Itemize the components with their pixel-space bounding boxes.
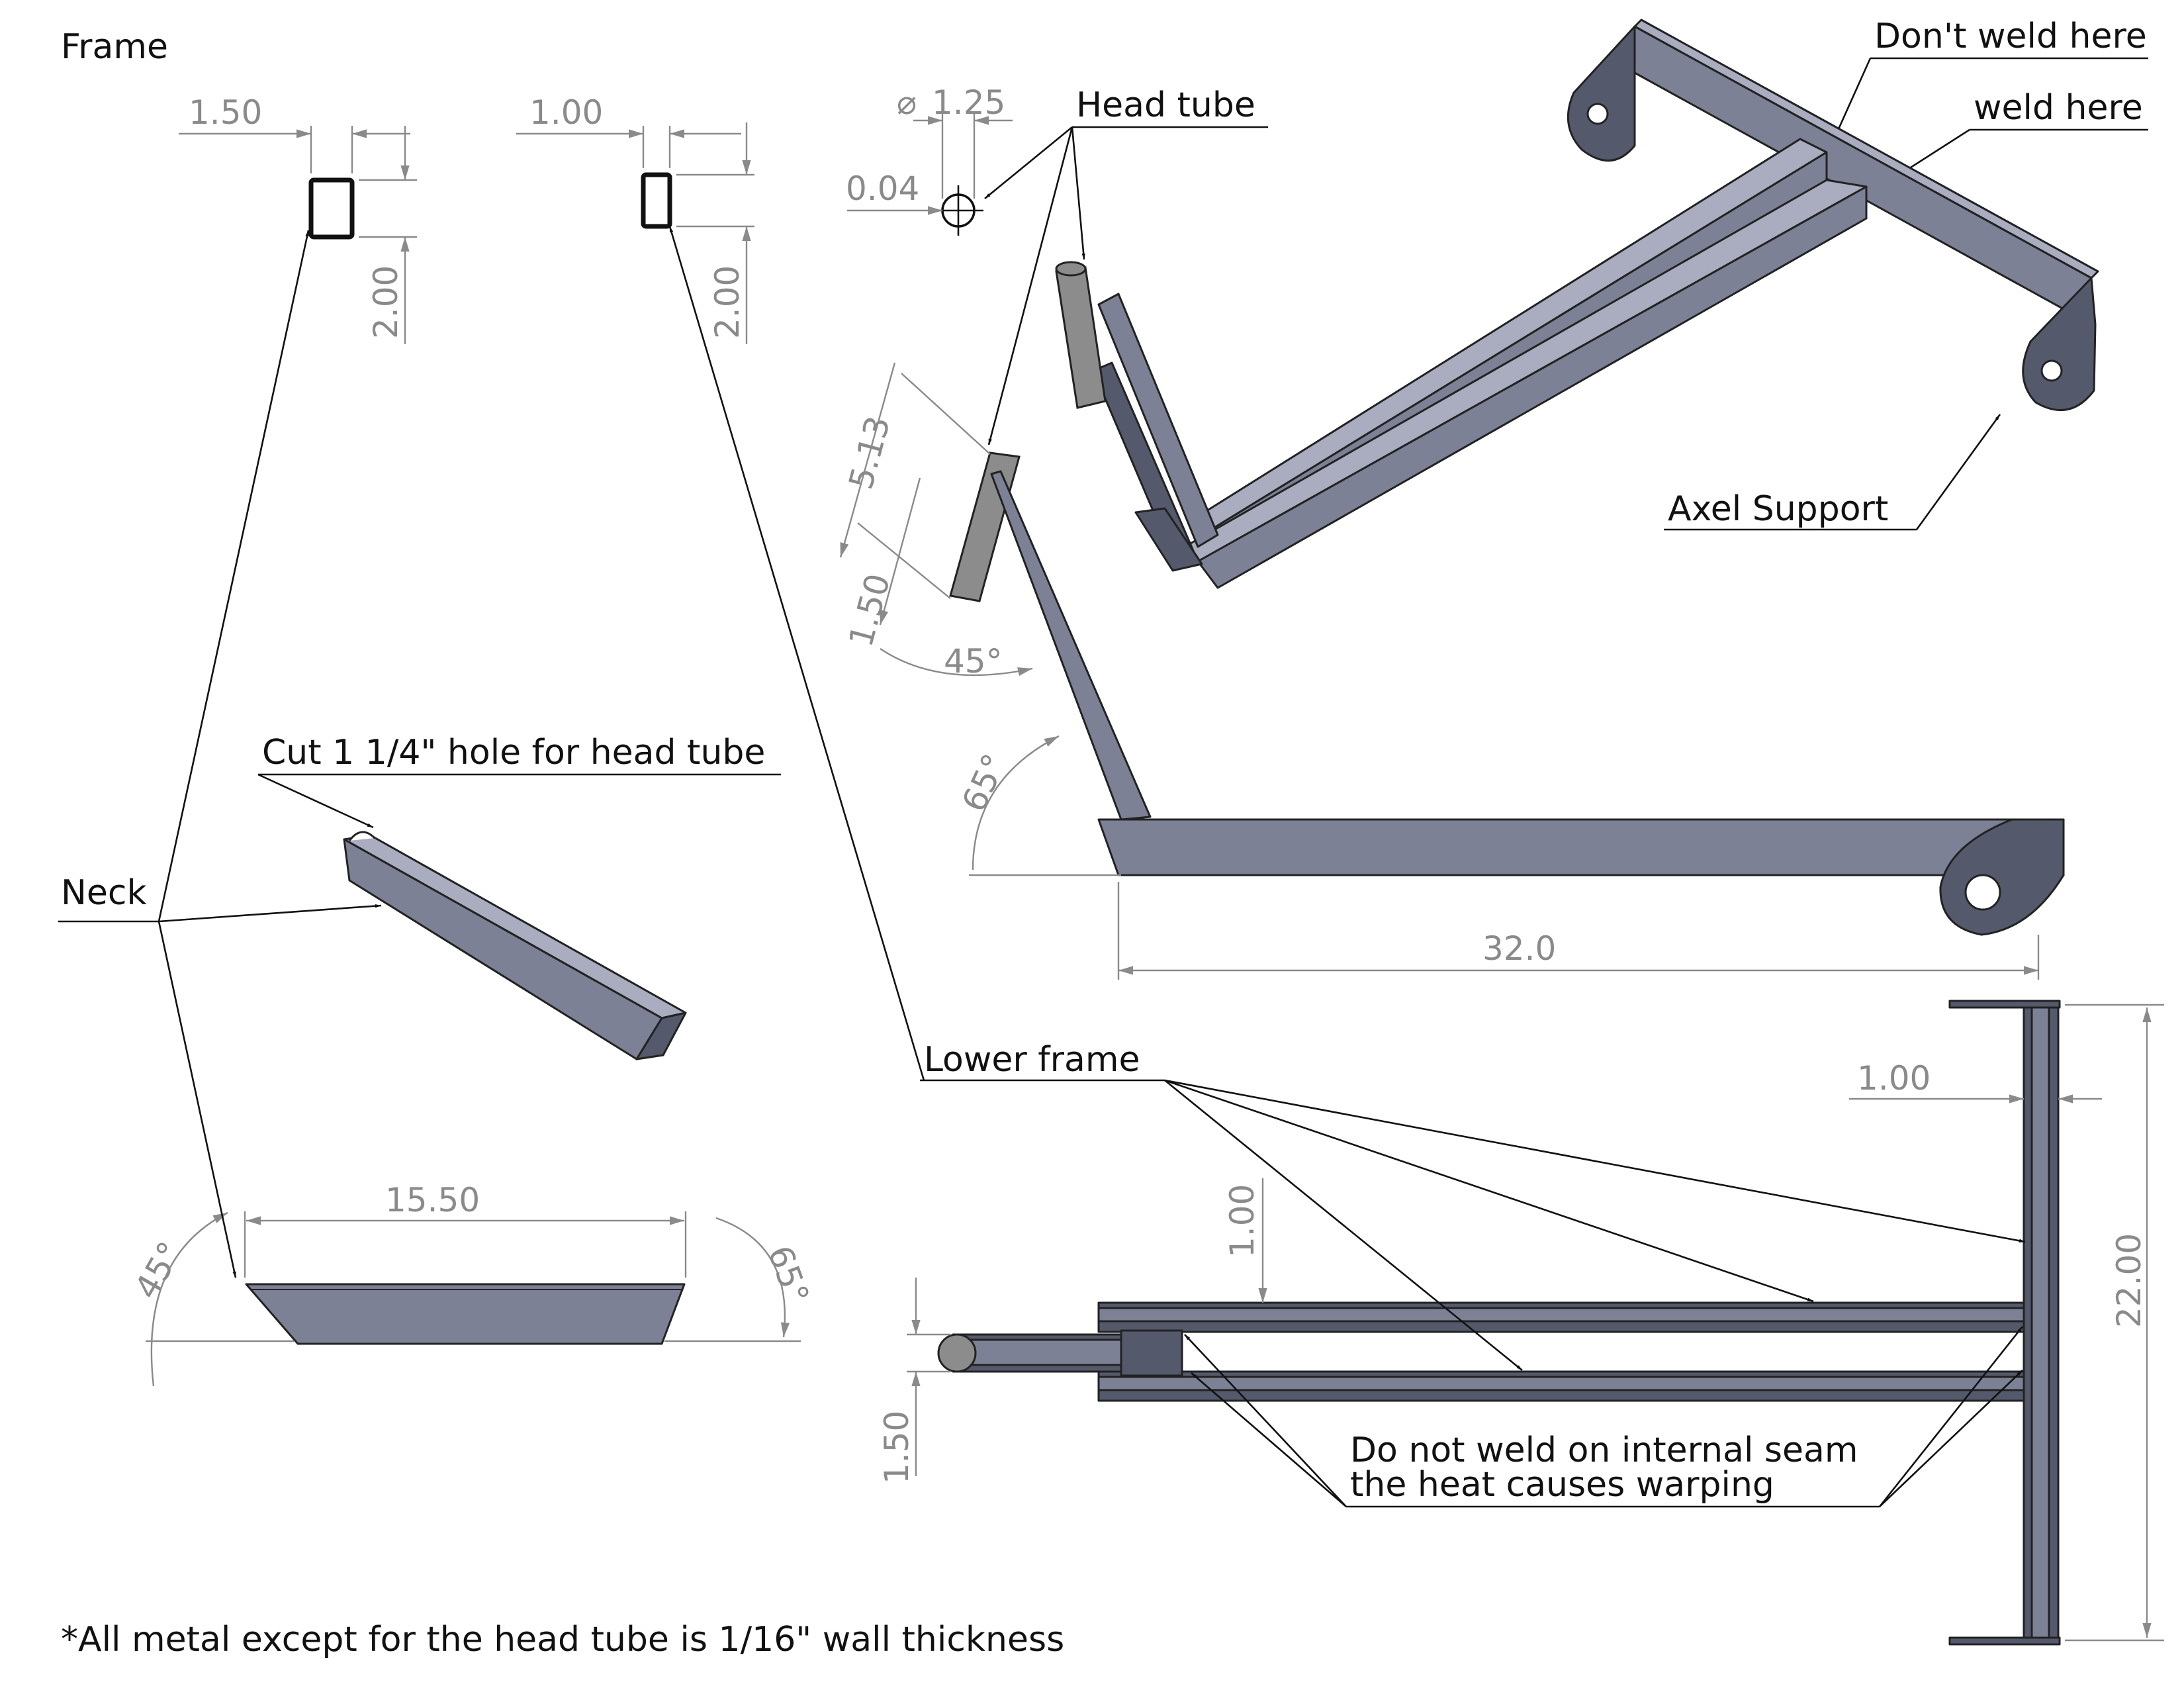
warp-note-line2: the heat causes warping xyxy=(1350,1465,1774,1505)
neck-iso-top xyxy=(343,834,687,1019)
neck-flat-view: 15.50 45° 65° xyxy=(127,1181,817,1387)
top-axle-flange-top xyxy=(1948,1000,2061,1009)
drawing-title: Frame xyxy=(61,27,168,67)
iso-rail-outer-face xyxy=(1197,185,1868,589)
frame-profile-width-dim: 1.00 xyxy=(529,93,603,132)
side-view-lower-frame: 5.13 1.50 45° 65° 32.0 xyxy=(839,362,2065,980)
frame-profile-view: 1.00 2.00 xyxy=(516,93,754,344)
weld-here-label: weld here xyxy=(1974,88,2143,128)
side-head-tube xyxy=(949,451,1021,602)
neck-profile-view: 1.50 2.00 xyxy=(179,93,417,344)
isometric-frame-assembly xyxy=(1055,19,2099,589)
top-view-axle-width-dim: 22.00 xyxy=(2110,1233,2148,1328)
lower-frame-label: Lower frame xyxy=(924,1040,1140,1080)
axel-support-label: Axel Support xyxy=(1668,489,1888,529)
head-tube-wall-dim: 0.04 xyxy=(846,169,919,208)
head-tube-diameter-dim: 1.25 xyxy=(932,83,1005,122)
lower-frame-length-dim: 32.0 xyxy=(1482,929,1556,968)
neck-flat-body xyxy=(245,1283,686,1345)
top-view-rail-gap-dim: 1.00 xyxy=(1223,1184,1261,1258)
neck-profile-height-dim: 2.00 xyxy=(367,265,405,339)
top-view-tube-dia-dim: 1.50 xyxy=(878,1411,916,1484)
iso-front-post-a xyxy=(1097,293,1219,548)
neck-iso-end xyxy=(635,1011,687,1060)
top-head-tube xyxy=(937,1333,977,1373)
iso-rail-inner-top xyxy=(1197,138,1828,531)
axle-plate-left xyxy=(1567,25,1636,162)
frame-profile-height-dim: 2.00 xyxy=(708,265,747,339)
head-tube-label: Head tube xyxy=(1076,85,1255,125)
neck-tube-profile xyxy=(308,177,355,240)
neck-length-dim: 15.50 xyxy=(385,1181,480,1219)
axle-plate-right xyxy=(2022,277,2097,412)
iso-angle-65: 65° xyxy=(954,748,1014,818)
iso-head-tube xyxy=(1055,266,1107,409)
side-neck-member xyxy=(990,470,1152,821)
head-tube-offset-dim: 1.50 xyxy=(842,570,898,651)
iso-front-foot xyxy=(1134,507,1203,572)
cut-hole-label: Cut 1 1/4" hole for head tube xyxy=(262,733,765,773)
neck-profile-width-dim: 1.50 xyxy=(189,93,262,132)
head-tube-length-dim: 5.13 xyxy=(842,412,898,494)
top-view-offset-dim: 1.00 xyxy=(1857,1059,1931,1098)
head-tube-section-view: ⌀ 1.25 0.04 xyxy=(846,83,1013,236)
top-view-frame: 1.00 22.00 1.00 1.50 xyxy=(878,1000,2164,1646)
frame-tube-profile xyxy=(641,172,672,229)
neck-isometric xyxy=(343,831,687,1060)
neck-label: Neck xyxy=(61,873,147,913)
neck-iso-face xyxy=(343,838,663,1060)
top-axle-flange-bottom xyxy=(1948,1636,2061,1646)
warp-note-line1: Do not weld on internal seam xyxy=(1350,1430,1858,1470)
diameter-symbol: ⌀ xyxy=(897,83,917,122)
footnote: *All metal except for the head tube is 1… xyxy=(61,1620,1064,1660)
iso-angle-45: 45° xyxy=(944,642,1003,680)
neck-angle-left: 45° xyxy=(127,1235,190,1305)
dont-weld-label: Don't weld here xyxy=(1874,17,2147,56)
side-lower-rail xyxy=(1097,818,2065,876)
neck-angle-right: 65° xyxy=(760,1241,817,1309)
